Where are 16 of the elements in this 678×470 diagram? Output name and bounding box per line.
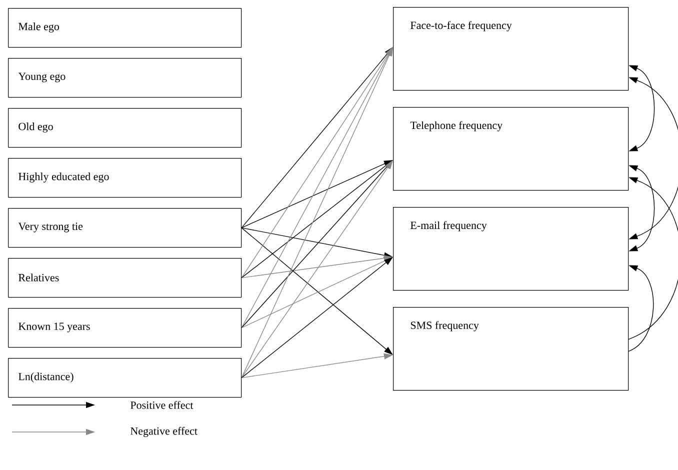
curved-arrow [628,265,654,352]
variable-box: Ln(distance) [8,358,242,398]
variable-box: Old ego [8,108,242,148]
variable-box: Highly educated ego [8,158,242,198]
outcome-box: Face-to-face frequency [393,7,629,91]
curved-arrow [628,177,678,340]
variable-box: Young ego [8,58,242,98]
variable-box: Very strong tie [8,208,242,248]
legend-text: Positive effect [130,401,194,409]
variable-box: Relatives [8,258,242,298]
outcome-box: E-mail frequency [393,207,629,291]
variable-box: Known 15 years [8,308,242,348]
legend-text: Negative effect [130,426,198,438]
outcome-box: SMS frequency [393,307,629,391]
variable-box: Male ego [8,8,242,48]
outcome-box: Telephone frequency [393,107,629,191]
